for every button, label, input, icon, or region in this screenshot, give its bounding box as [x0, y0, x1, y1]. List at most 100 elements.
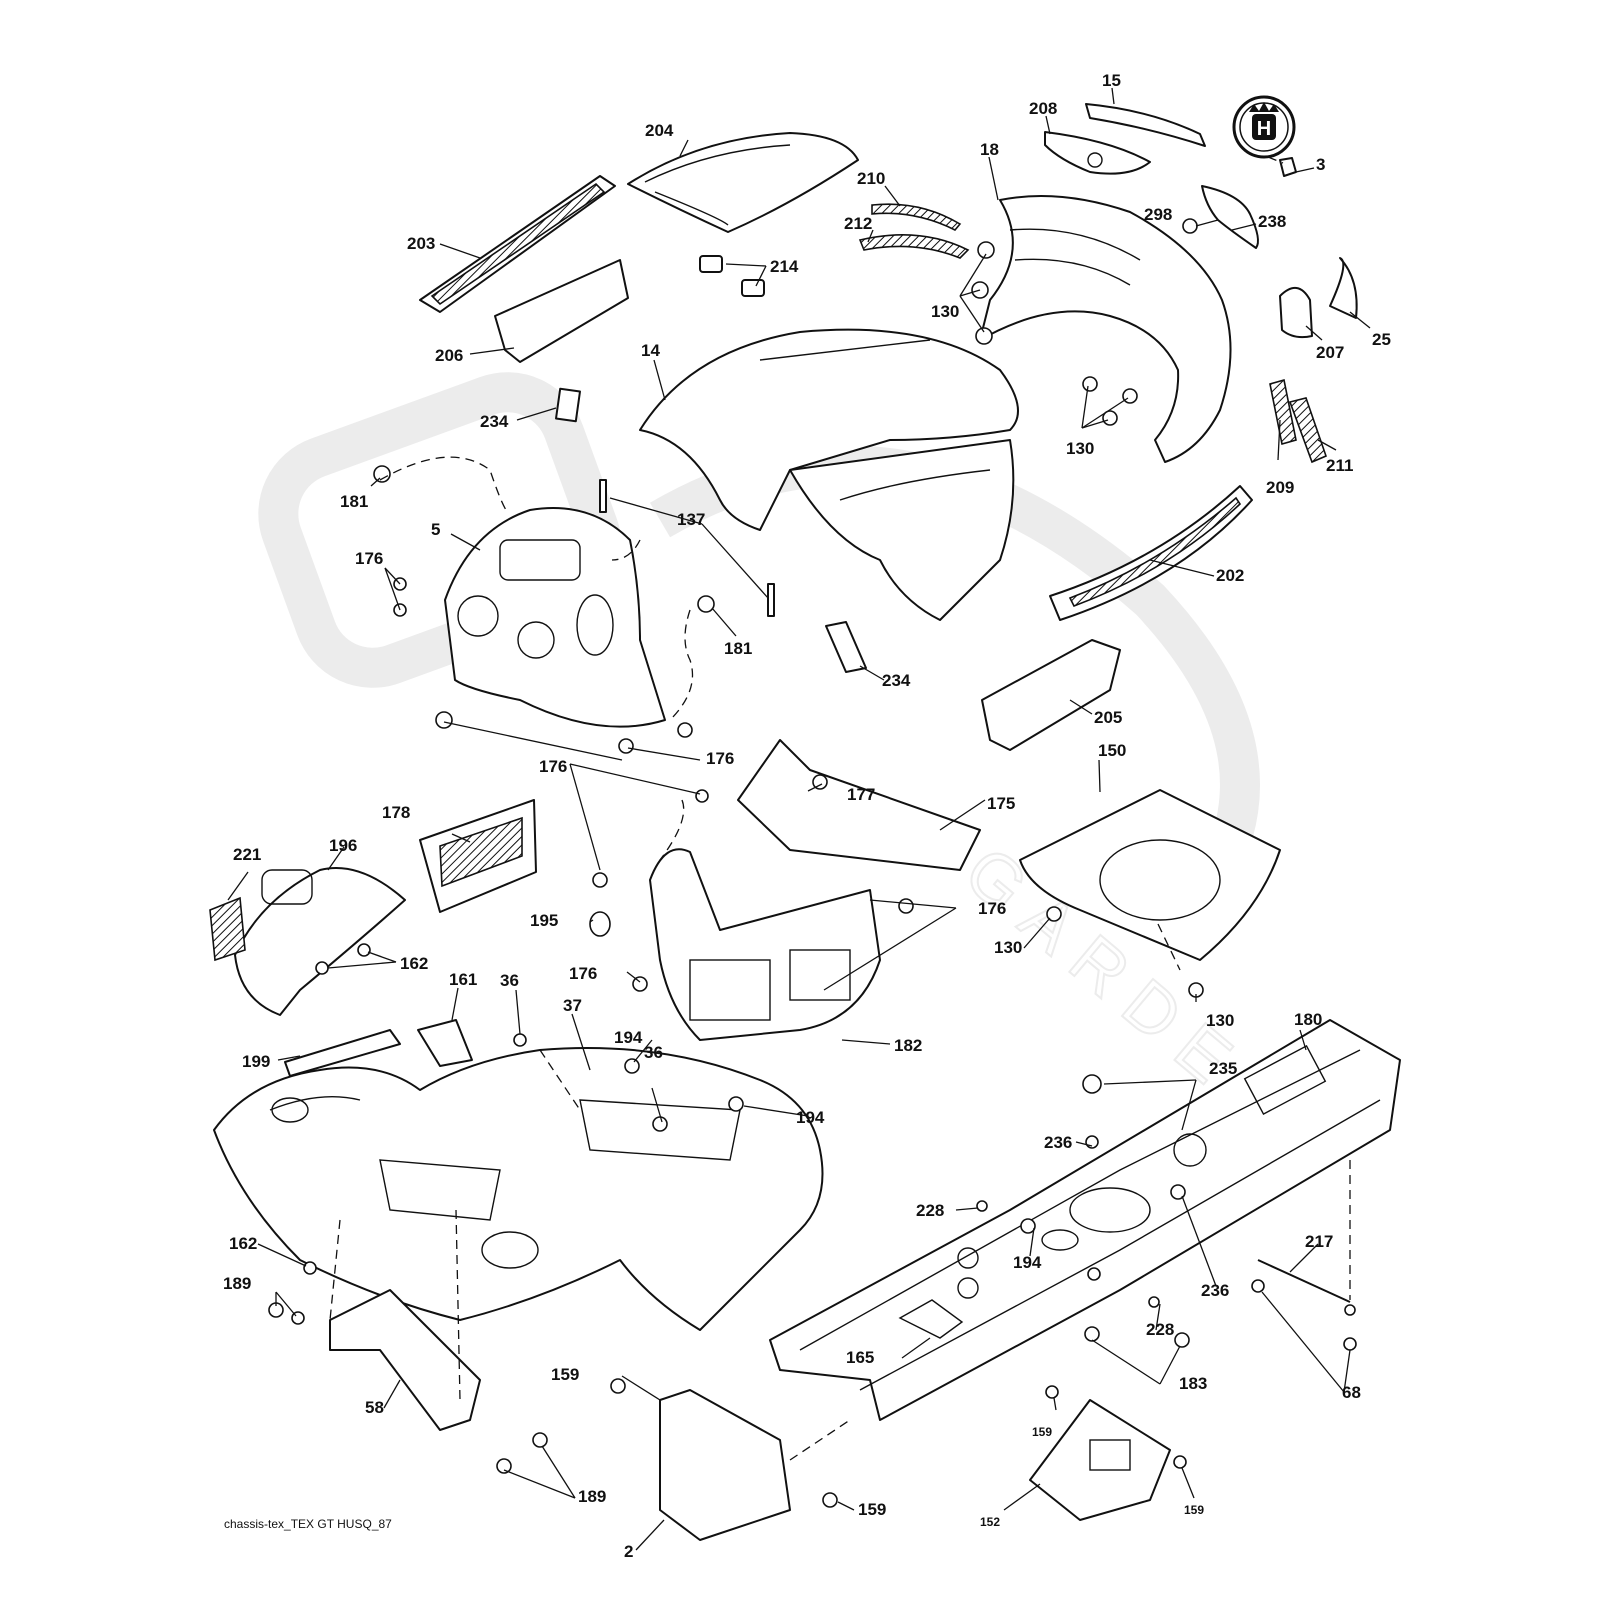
callout-161: 161 — [449, 970, 477, 989]
callout-137: 137 — [677, 510, 705, 529]
part-165-bracket — [898, 1299, 964, 1339]
callout-238: 238 — [1258, 212, 1286, 231]
callout-234: 234 — [480, 412, 509, 431]
part-199-plate — [284, 1029, 401, 1077]
callout-159: 159 — [1184, 1503, 1204, 1517]
callout-217: 217 — [1305, 1232, 1333, 1251]
callout-14: 14 — [641, 341, 660, 360]
callout-37: 37 — [563, 996, 582, 1015]
callout-189: 189 — [223, 1274, 251, 1293]
part-209-vent — [1269, 378, 1297, 446]
callout-130: 130 — [1206, 1011, 1234, 1030]
part-217-rod — [1257, 1259, 1351, 1303]
callout-204: 204 — [645, 121, 674, 140]
callout-159: 159 — [1032, 1425, 1052, 1439]
part-180-frame — [769, 1019, 1401, 1421]
callout-176: 176 — [355, 549, 383, 568]
callout-194: 194 — [1013, 1253, 1042, 1272]
callout-130: 130 — [1066, 439, 1094, 458]
callout-15: 15 — [1102, 71, 1121, 90]
part-2-plate — [659, 1389, 791, 1541]
part-182-dash-lower — [649, 848, 881, 1041]
callout-210: 210 — [857, 169, 885, 188]
part-25-cover — [1329, 257, 1358, 319]
callout-183: 183 — [1179, 1374, 1207, 1393]
callout-202: 202 — [1216, 566, 1244, 585]
callout-36: 36 — [500, 971, 519, 990]
part-137-pin-b — [767, 583, 775, 617]
callout-236: 236 — [1044, 1133, 1072, 1152]
part-5-dash — [444, 507, 666, 728]
part-204-hood-top — [627, 132, 859, 233]
callout-207: 207 — [1316, 343, 1344, 362]
callout-214: 214 — [770, 257, 799, 276]
callout-182: 182 — [894, 1036, 922, 1055]
callout-25: 25 — [1372, 330, 1391, 349]
callout-68: 68 — [1342, 1383, 1361, 1402]
part-234-pad-b — [825, 621, 867, 673]
part-3-emblem — [1279, 157, 1297, 177]
part-137-pin-a — [599, 479, 607, 513]
part-212-decal — [858, 234, 970, 259]
part-58-bracket — [329, 1289, 481, 1431]
part-214-clip-a — [699, 255, 723, 273]
callout-181: 181 — [340, 492, 368, 511]
part-211-vent — [1288, 397, 1327, 464]
part-195-plug — [589, 911, 611, 937]
callout-209: 209 — [1266, 478, 1294, 497]
fasteners — [268, 241, 1357, 1508]
callout-labels: 15 208 204 18 3 210 298 238 212 203 214 … — [223, 71, 1391, 1561]
callout-175: 175 — [987, 794, 1015, 813]
callout-205: 205 — [1094, 708, 1122, 727]
callout-130: 130 — [931, 302, 959, 321]
callout-236: 236 — [1201, 1281, 1229, 1300]
callout-228: 228 — [1146, 1320, 1174, 1339]
callout-234: 234 — [882, 671, 911, 690]
part-196-rear-cover — [234, 867, 406, 1016]
callout-180: 180 — [1294, 1010, 1322, 1029]
diagram-caption: chassis-tex_TEX GT HUSQ_87 — [224, 1517, 392, 1531]
part-214-clip-b — [741, 279, 765, 297]
callout-212: 212 — [844, 214, 872, 233]
callout-159: 159 — [551, 1365, 579, 1384]
callout-162: 162 — [229, 1234, 257, 1253]
part-205-lower-grille — [981, 639, 1121, 751]
callout-194: 194 — [796, 1108, 825, 1127]
part-207-cover — [1279, 287, 1313, 339]
part-221-decal — [209, 896, 246, 962]
callout-5: 5 — [431, 520, 440, 539]
callout-298: 298 — [1144, 205, 1172, 224]
callout-176: 176 — [569, 964, 597, 983]
callout-18: 18 — [980, 140, 999, 159]
callout-176: 176 — [539, 757, 567, 776]
callout-221: 221 — [233, 845, 261, 864]
callout-208: 208 — [1029, 99, 1057, 118]
callout-58: 58 — [365, 1398, 384, 1417]
part-14-hood-skirt — [789, 439, 1015, 621]
parts-layer: H — [209, 95, 1401, 1541]
callout-189: 189 — [578, 1487, 606, 1506]
callout-150: 150 — [1098, 741, 1126, 760]
part-150-pan — [1019, 789, 1281, 961]
part-238-panel — [1201, 185, 1259, 249]
callout-130: 130 — [994, 938, 1022, 957]
part-14-hood — [639, 328, 1019, 531]
callout-152: 152 — [980, 1515, 1000, 1529]
callout-203: 203 — [407, 234, 435, 253]
callout-176: 176 — [706, 749, 734, 768]
callout-235: 235 — [1209, 1059, 1237, 1078]
leader-lines — [227, 87, 1371, 1551]
part-18-front-shroud — [979, 195, 1232, 463]
part-298-grommet — [1182, 218, 1198, 234]
part-37-body — [213, 1047, 824, 1331]
callout-159: 159 — [858, 1500, 886, 1519]
husqvarna-logo: H — [1232, 95, 1296, 159]
callout-195: 195 — [530, 911, 558, 930]
callout-199: 199 — [242, 1052, 270, 1071]
part-175-plate — [737, 739, 981, 871]
callout-176: 176 — [978, 899, 1006, 918]
part-206-bracket — [494, 259, 629, 363]
callout-228: 228 — [916, 1201, 944, 1220]
part-152-shield — [1029, 1399, 1171, 1521]
